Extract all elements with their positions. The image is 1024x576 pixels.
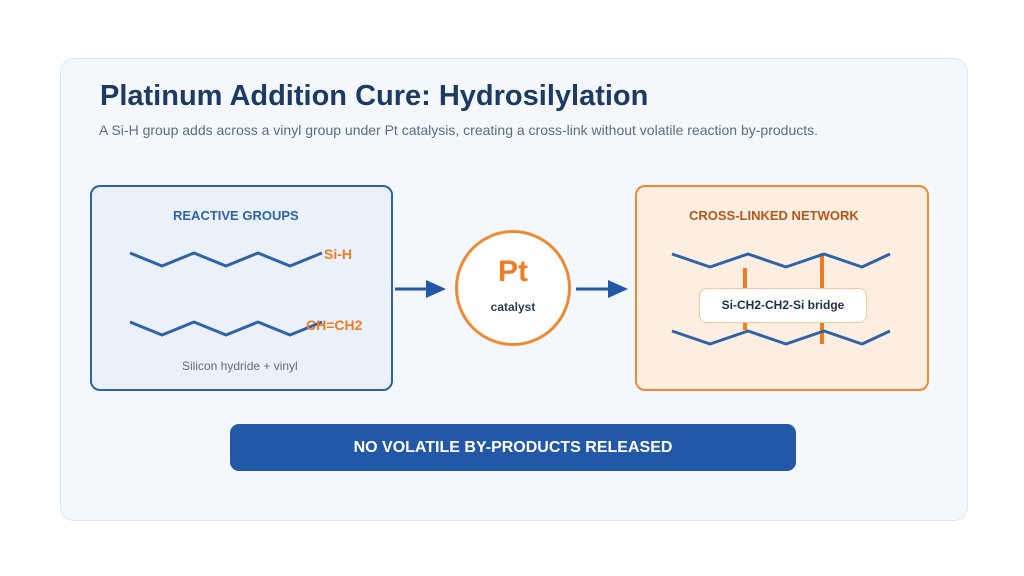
no-by-products-banner: NO VOLATILE BY-PRODUCTS RELEASED [230,424,796,471]
network-bottom-chain [671,329,891,346]
bridge-label: Si-CH2-CH2-Si bridge [699,288,867,323]
page-title: Platinum Addition Cure: Hydrosilylation [100,80,649,112]
page-subtitle: A Si-H group adds across a vinyl group u… [99,122,819,138]
catalyst-circle: Pt catalyst [455,230,571,346]
reactants-caption: Silicon hydride + vinyl [182,359,298,373]
vinyl-label: CH=CH2 [306,317,363,333]
si-h-label: Si-H [324,246,352,262]
catalyst-symbol: Pt [498,255,528,288]
catalyst-label: catalyst [490,300,536,314]
arrow-to-network [576,280,628,298]
network-top-chain [671,252,891,269]
vinyl-chain [129,320,323,337]
reactive-groups-heading: REACTIVE GROUPS [173,208,299,223]
reactive-groups-panel [90,185,393,391]
cross-linked-network-heading: CROSS-LINKED NETWORK [689,208,859,223]
silicon-hydride-chain [129,251,323,268]
arrow-to-catalyst [395,280,446,298]
